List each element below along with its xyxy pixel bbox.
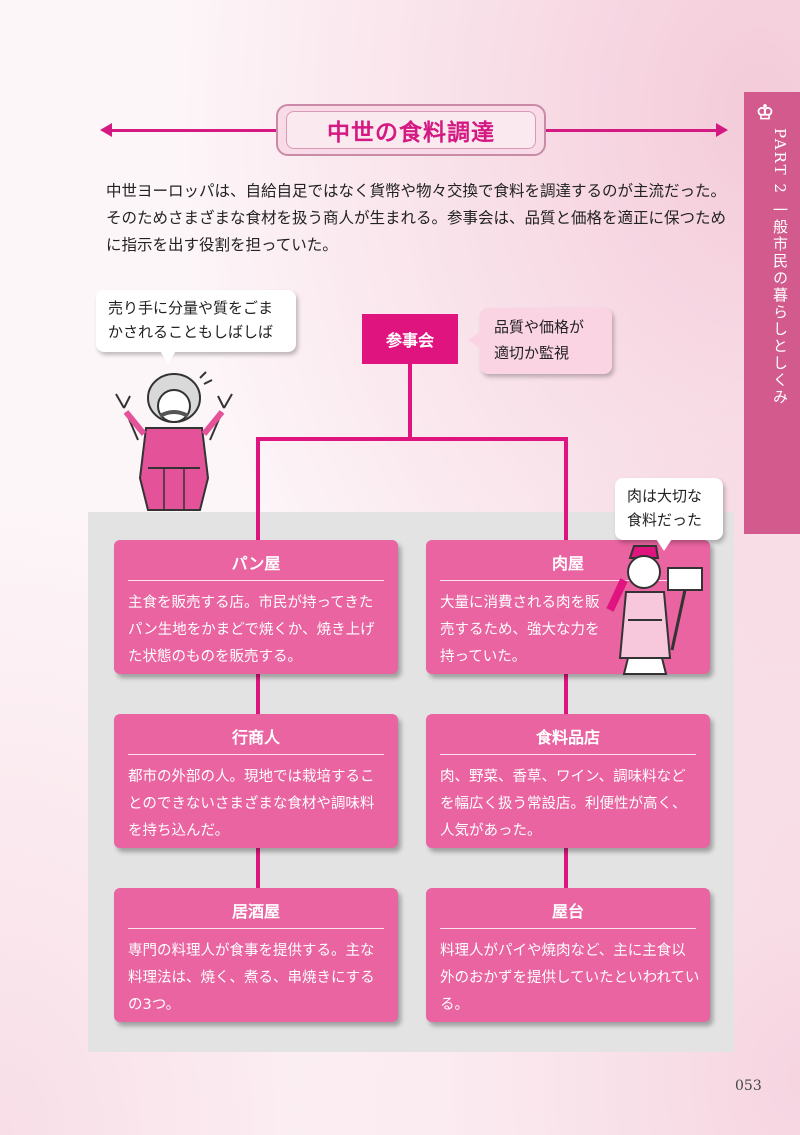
speech-left-line-1: 売り手に分量や質をごま [108,296,284,320]
connector-horizontal [256,437,568,441]
root-note-line-1: 品質や価格が [494,314,598,340]
butcher-figure [600,540,720,680]
connector-right-1 [564,674,568,714]
card-title: 食料品店 [440,724,696,755]
speech-left-tail [160,351,176,363]
card-food-stall: 屋台料理人がパイや焼肉など、主に主食以外のおかずを提供していたといわれている。 [426,888,710,1022]
card-title: パン屋 [128,550,384,581]
intro-paragraph: 中世ヨーロッパは、自給自足ではなく貨幣や物々交換で食料を調達するのが主流だった。… [106,178,736,259]
connector-root-down [408,364,412,440]
card-grocery: 食料品店肉、野菜、香草、ワイン、調味料などを幅広く扱う常設店。利便性が高く、人気… [426,714,710,848]
title-rule-left [110,129,280,132]
card-title: 屋台 [440,898,696,929]
speech-right-line-1: 肉は大切な [627,484,711,508]
speech-bubble-right: 肉は大切な 食料だった [615,478,723,540]
page-number: 053 [735,1078,762,1094]
card-tavern: 居酒屋専門の料理人が食事を提供する。主な料理法は、焼く、煮る、串焼きにするの3つ… [114,888,398,1022]
card-description: 大量に消費される肉を販売するため、強大な力を持っていた。 [440,590,606,671]
chapter-title: 一般市民の暮らしとしくみ [771,202,789,406]
card-peddler: 行商人都市の外部の人。現地では栽培することのできないさまざまな食材や調味料を持ち… [114,714,398,848]
page-title: 中世の食料調達 [327,113,495,147]
connector-left-branch [256,437,260,541]
root-node: 参事会 [362,314,458,364]
title-arrow-right [716,123,728,137]
card-description: 肉、野菜、香草、ワイン、調味料などを幅広く扱う常設店。利便性が高く、人気があった… [440,764,700,845]
title-inner-frame: 中世の食料調達 [286,111,536,149]
speech-right-line-2: 食料だった [627,508,711,532]
card-bakery: パン屋主食を販売する店。市民が持ってきたパン生地をかまどで焼くか、焼き上げた状態… [114,540,398,674]
title-rule-right [544,129,716,132]
speech-left-line-2: かされることもしばしば [108,320,284,344]
connector-left-1 [256,674,260,714]
chapter-label: PART 2 一般市民の暮らしとしくみ [755,128,791,406]
card-description: 都市の外部の人。現地では栽培することのできないさまざまな食材や調味料を持ち込んだ… [128,764,388,845]
root-note-tail [468,332,480,348]
connector-right-branch [564,437,568,541]
card-title: 行商人 [128,724,384,755]
speech-bubble-left: 売り手に分量や質をごま かされることもしばしば [96,290,296,352]
card-description: 専門の料理人が食事を提供する。主な料理法は、焼く、煮る、串焼きにするの3つ。 [128,938,388,1019]
card-title: 居酒屋 [128,898,384,929]
merchant-figure [108,368,240,514]
chapter-part: PART 2 [771,128,789,195]
connector-left-2 [256,848,260,888]
root-note-bubble: 品質や価格が 適切か監視 [480,308,612,374]
card-description: 料理人がパイや焼肉など、主に主食以外のおかずを提供していたといわれている。 [440,938,700,1019]
title-frame: 中世の食料調達 [276,104,546,156]
card-description: 主食を販売する店。市民が持ってきたパン生地をかまどで焼くか、焼き上げた状態のもの… [128,590,388,671]
root-note-line-2: 適切か監視 [494,340,598,366]
connector-right-2 [564,848,568,888]
chapter-icon: ♔ [756,100,784,122]
